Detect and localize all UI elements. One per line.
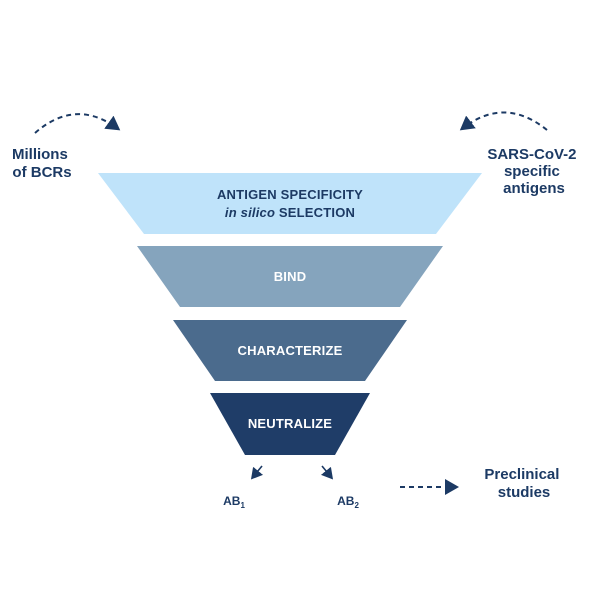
input-sars-cov-2-antigens: SARS-CoV-2 specific antigens bbox=[459, 111, 580, 197]
arrow-to-ab2-icon bbox=[320, 465, 334, 480]
tier-1-shape bbox=[98, 173, 482, 234]
tier-3-label: CHARACTERIZE bbox=[238, 343, 343, 358]
tier-2-shape bbox=[137, 246, 443, 307]
funnel-tier-characterize: CHARACTERIZE bbox=[173, 320, 407, 381]
tier-1-line-1: ANTIGEN SPECIFICITY bbox=[217, 187, 363, 202]
tier-3-shape bbox=[173, 320, 407, 381]
funnel-tier-bind: BIND bbox=[137, 246, 443, 307]
output-preclinical-studies: Preclinical studies bbox=[484, 466, 563, 501]
arrow-to-ab1-icon bbox=[250, 465, 264, 480]
tier-2-label: BIND bbox=[274, 269, 307, 284]
tier-1-rest-part: SELECTION bbox=[275, 205, 355, 220]
left-input-label: Millions of BCRs bbox=[12, 146, 72, 181]
input-millions-of-bcrs: Millions of BCRs bbox=[12, 113, 121, 181]
tier-1-italic-part: in silico bbox=[225, 205, 275, 220]
funnel-tier-antigen-specificity: ANTIGEN SPECIFICITY in silico SELECTION bbox=[98, 173, 482, 234]
tier-1-line-2: in silico SELECTION bbox=[225, 205, 355, 220]
output-ab2: AB2 bbox=[337, 494, 359, 510]
right-input-label: SARS-CoV-2 specific antigens bbox=[487, 146, 580, 197]
funnel-tier-neutralize: NEUTRALIZE bbox=[210, 393, 370, 455]
dashed-curved-arrow-left-icon bbox=[34, 113, 121, 134]
output-ab1: AB1 bbox=[223, 494, 245, 510]
tier-4-shape bbox=[210, 393, 370, 455]
tier-4-label: NEUTRALIZE bbox=[248, 416, 332, 431]
dashed-curved-arrow-right-icon bbox=[459, 111, 548, 131]
